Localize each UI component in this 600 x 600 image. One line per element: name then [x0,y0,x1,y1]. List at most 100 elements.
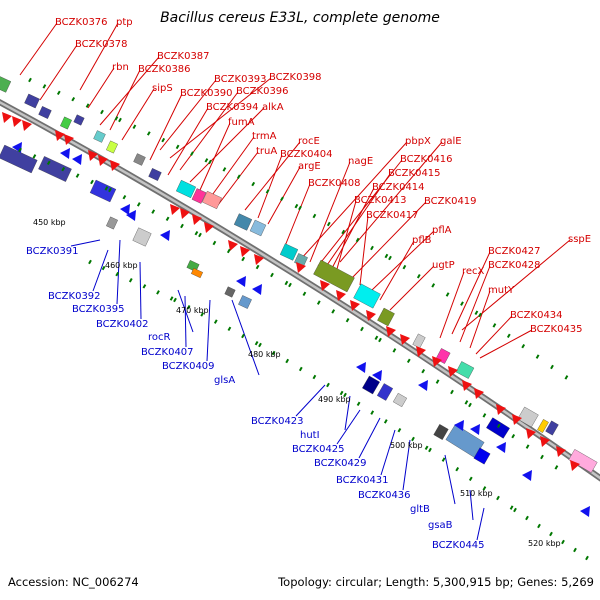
scale-tick [561,539,565,545]
scale-tick [122,194,127,200]
reverse-gene-label: BCZK0395 [72,304,125,315]
gene-block [249,219,267,237]
scale-tick [90,179,94,185]
gene-block [106,216,118,230]
forward-label-leader [334,200,357,277]
accession-text: Accession: NC_006274 [8,575,139,589]
gene-block [473,447,491,465]
scale-tick [212,240,217,246]
scale-tick [370,245,374,251]
forward-gene-label: BCZK0398 [269,72,322,83]
scale-tick [236,174,241,179]
forward-label-leader [324,173,391,269]
scale-tick [312,374,317,380]
scale-tick [101,265,106,271]
forward-label-leader [469,290,491,349]
forward-gene-arrow [110,160,120,171]
forward-label-leader [167,107,209,176]
scale-tick [355,237,360,243]
scale-tick [200,312,205,317]
scale-tick [482,486,487,491]
forward-gene-arrow [432,356,442,367]
scale-tick [114,116,119,121]
reverse-gene-arrow [236,276,246,287]
gene-block [38,106,52,119]
gene-block [89,179,117,203]
scale-tick [100,109,104,115]
gene-block [238,295,252,309]
forward-gene-label: fumA [228,117,255,128]
reverse-gene-label: hutI [300,430,320,441]
reverse-gene-arrow [252,284,262,295]
scale-tick [496,423,501,429]
scale-tick [169,296,174,301]
scale-tick [285,358,290,364]
scale-tick [549,531,553,537]
scale-tick [271,350,276,356]
scale-tick [255,264,260,270]
scale-tick [406,358,411,364]
reverse-label-leader [116,239,121,305]
forward-label-leader [267,166,301,225]
reverse-gene-label: BCZK0431 [336,475,389,486]
scale-tick [161,137,166,143]
forward-gene-arrow [366,310,376,321]
reverse-gene-arrow [470,424,480,435]
gene-block [0,75,12,93]
forward-gene-arrow [88,150,98,161]
scale-tick [397,427,402,433]
reverse-label-leader [139,261,142,320]
forward-gene-label: BCZK0416 [400,154,453,165]
reverse-gene-label: BCZK0409 [162,361,215,372]
forward-gene-arrow [170,204,180,215]
forward-gene-label: nagE [348,156,373,167]
scale-tick [241,333,245,339]
reverse-gene-label: gltB [410,504,430,515]
forward-gene-arrow [496,404,506,415]
forward-label-leader [189,107,265,183]
forward-label-leader [349,201,427,281]
scale-tick [227,326,232,332]
forward-gene-label: BCZK0435 [530,324,583,335]
reverse-label-leader [184,295,187,348]
gene-block [433,424,449,440]
forward-gene-arrow [64,134,74,145]
forward-gene-arrow [254,254,264,265]
gene-block [148,168,162,181]
reverse-gene-arrow [60,148,70,159]
forward-gene-arrow [336,290,346,301]
reverse-gene-arrow [496,442,506,453]
reverse-gene-arrow [454,420,464,431]
scale-tick [343,392,347,398]
forward-label-leader [199,122,231,191]
scale-tick [511,433,516,439]
forward-gene-label: pbpX [405,136,431,147]
reverse-label-leader [469,489,474,521]
forward-gene-arrow [556,446,566,457]
forward-gene-arrow [570,460,580,471]
reverse-gene-label: BCZK0402 [96,319,149,330]
scale-tick [146,131,151,136]
scale-tick [356,401,361,407]
gene-block [106,140,118,154]
scale-tick [132,124,137,129]
scale-tick [416,274,421,279]
gene-block [313,259,355,293]
forward-gene-label: BCZK0414 [372,182,425,193]
reverse-gene-arrow [126,210,136,221]
scale-tick [298,205,302,211]
scale-tick [270,272,274,278]
forward-label-leader [389,265,435,311]
forward-label-leader [459,265,491,343]
forward-label-leader [159,79,217,151]
forward-label-leader [284,183,311,247]
reverse-label-leader [336,409,361,445]
scale-tick [424,445,429,451]
scale-tick [441,457,446,462]
forward-gene-label: rbn [112,62,129,73]
forward-gene-arrow [12,116,22,127]
scale-tick [115,271,120,277]
forward-gene-arrow [462,380,472,391]
reverse-gene-label: BCZK0392 [48,291,101,302]
kbp-tick-label: 510 kbp [460,489,493,498]
